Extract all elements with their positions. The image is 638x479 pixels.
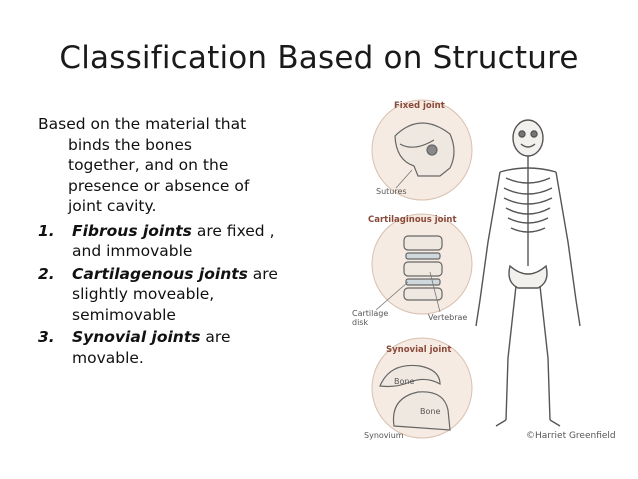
vertebrae-icon [403, 235, 443, 301]
cartilage-pointer [375, 281, 409, 311]
skeleton-joint-figure: Fixed joint Sutures Cartilaginous joint … [350, 96, 620, 448]
item-text: are [247, 264, 278, 283]
item-text: are fixed , [191, 221, 275, 240]
bone-label-top: Bone [394, 377, 414, 386]
list-item-fibrous: 1. Fibrous joints are fixed , and immova… [38, 221, 318, 262]
fixed-joint-label: Fixed joint [394, 101, 445, 111]
item-term: Cartilagenous joints [72, 264, 248, 283]
item-number: 1. [38, 221, 55, 240]
item-number: 2. [38, 264, 55, 283]
intro-line: binds the bones [68, 135, 192, 154]
slide-title: Classification Based on Structure [59, 40, 579, 76]
list-item-synovial: 3. Synovial joints are movable. [38, 327, 318, 368]
slide-body: Based on the material that binds the bon… [38, 114, 318, 370]
intro-line: together, and on the [68, 156, 229, 174]
item-term: Fibrous joints [72, 221, 192, 240]
item-term: Synovial joints [72, 328, 201, 346]
intro-line: presence or absence of [68, 176, 250, 195]
skeleton-icon [475, 119, 581, 427]
skull-icon [394, 122, 455, 177]
cartilaginous-joint-label: Cartilaginous joint [368, 215, 457, 225]
item-text: semimovable [72, 305, 176, 324]
image-credit: ©Harriet Greenfield [526, 431, 616, 441]
sutures-pointer [395, 169, 413, 189]
synovial-joint-label: Synovial joint [386, 345, 451, 355]
intro-paragraph: Based on the material that binds the bon… [38, 114, 318, 217]
intro-line: Based on the material that [38, 115, 247, 133]
joint-type-list: 1. Fibrous joints are fixed , and immova… [38, 221, 318, 369]
synovium-label: Synovium [364, 431, 404, 440]
synovial-joint-icon [379, 364, 451, 431]
vertebrae-pointer [429, 271, 441, 313]
item-text: movable. [72, 348, 144, 367]
skeleton-illustration: Fixed joint Sutures Cartilaginous joint … [352, 99, 616, 441]
item-number: 3. [38, 328, 55, 346]
vertebrae-label: Vertebrae [428, 313, 467, 322]
intro-line: joint cavity. [68, 197, 157, 215]
sutures-label: Sutures [376, 187, 407, 196]
item-text: slightly moveable, [72, 285, 215, 303]
list-item-cartilagenous: 2. Cartilagenous joints are slightly mov… [38, 264, 318, 326]
cartilage-label-line1: Cartilage [352, 309, 388, 318]
item-text: and immovable [72, 242, 193, 260]
bone-label-bottom: Bone [420, 407, 440, 416]
cartilage-label-line2: disk [352, 318, 368, 327]
item-text: are [200, 328, 231, 346]
